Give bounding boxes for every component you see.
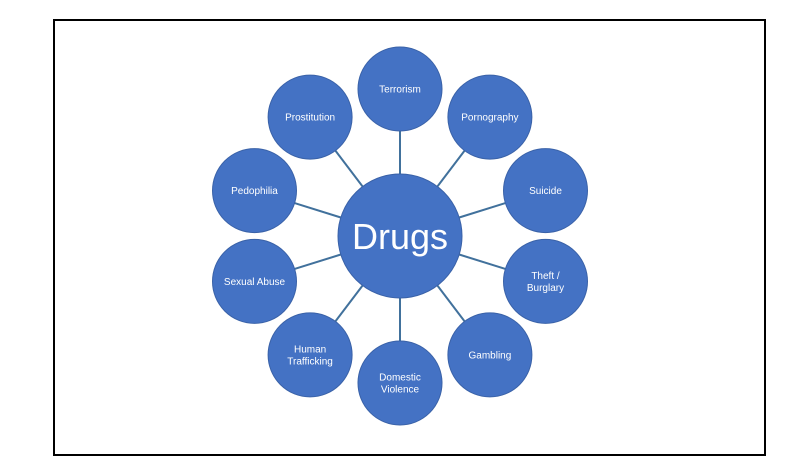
node-gambling: Gambling: [447, 312, 533, 398]
connector-pornography: [436, 149, 466, 188]
node-label-human-trafficking: Trafficking: [287, 356, 333, 367]
connector-gambling: [436, 284, 466, 323]
node-label-pornography: Pornography: [461, 113, 518, 124]
node-circle-domestic-violence: [357, 340, 443, 426]
node-pornography: Pornography: [447, 74, 533, 160]
node-circle-prostitution: [267, 74, 353, 160]
center-node: Drugs: [337, 173, 463, 299]
node-label-sexual-abuse: Sexual Abuse: [224, 277, 286, 288]
node-label-theft-burglary: Burglary: [527, 283, 564, 294]
node-circle-theft-burglary: [503, 238, 588, 324]
node-circle-gambling: [447, 312, 533, 398]
connector-prostitution: [334, 149, 364, 188]
node-label-prostitution: Prostitution: [285, 113, 335, 124]
node-sexual-abuse: Sexual Abuse: [212, 238, 297, 324]
node-terrorism: Terrorism: [357, 46, 443, 132]
connector-lines: [294, 131, 506, 341]
node-label-human-trafficking: Human: [294, 344, 326, 355]
connector-pedophilia: [294, 202, 342, 219]
node-label-pedophilia: Pedophilia: [231, 186, 278, 197]
node-circle-terrorism: [357, 46, 443, 132]
node-label-terrorism: Terrorism: [379, 85, 421, 96]
center-node-circle: [337, 173, 463, 299]
node-circle-suicide: [503, 148, 588, 234]
node-circle-pornography: [447, 74, 533, 160]
node-label-domestic-violence: Domestic: [379, 373, 421, 384]
node-suicide: Suicide: [503, 148, 588, 234]
connector-sexual-abuse: [294, 253, 342, 270]
node-circle-human-trafficking: [267, 312, 353, 398]
node-theft-burglary: Theft /Burglary: [503, 238, 588, 324]
node-prostitution: Prostitution: [267, 74, 353, 160]
node-label-domestic-violence: Violence: [381, 385, 420, 396]
node-pedophilia: Pedophilia: [212, 148, 297, 234]
connector-theft-burglary: [458, 253, 506, 270]
connector-suicide: [458, 202, 506, 219]
node-label-theft-burglary: Theft /: [531, 271, 560, 282]
connector-human-trafficking: [334, 284, 364, 323]
node-label-suicide: Suicide: [529, 186, 562, 197]
node-label-gambling: Gambling: [468, 350, 511, 361]
center-node-label: Drugs: [352, 216, 448, 257]
node-circle-pedophilia: [212, 148, 297, 234]
node-circle-sexual-abuse: [212, 238, 297, 324]
